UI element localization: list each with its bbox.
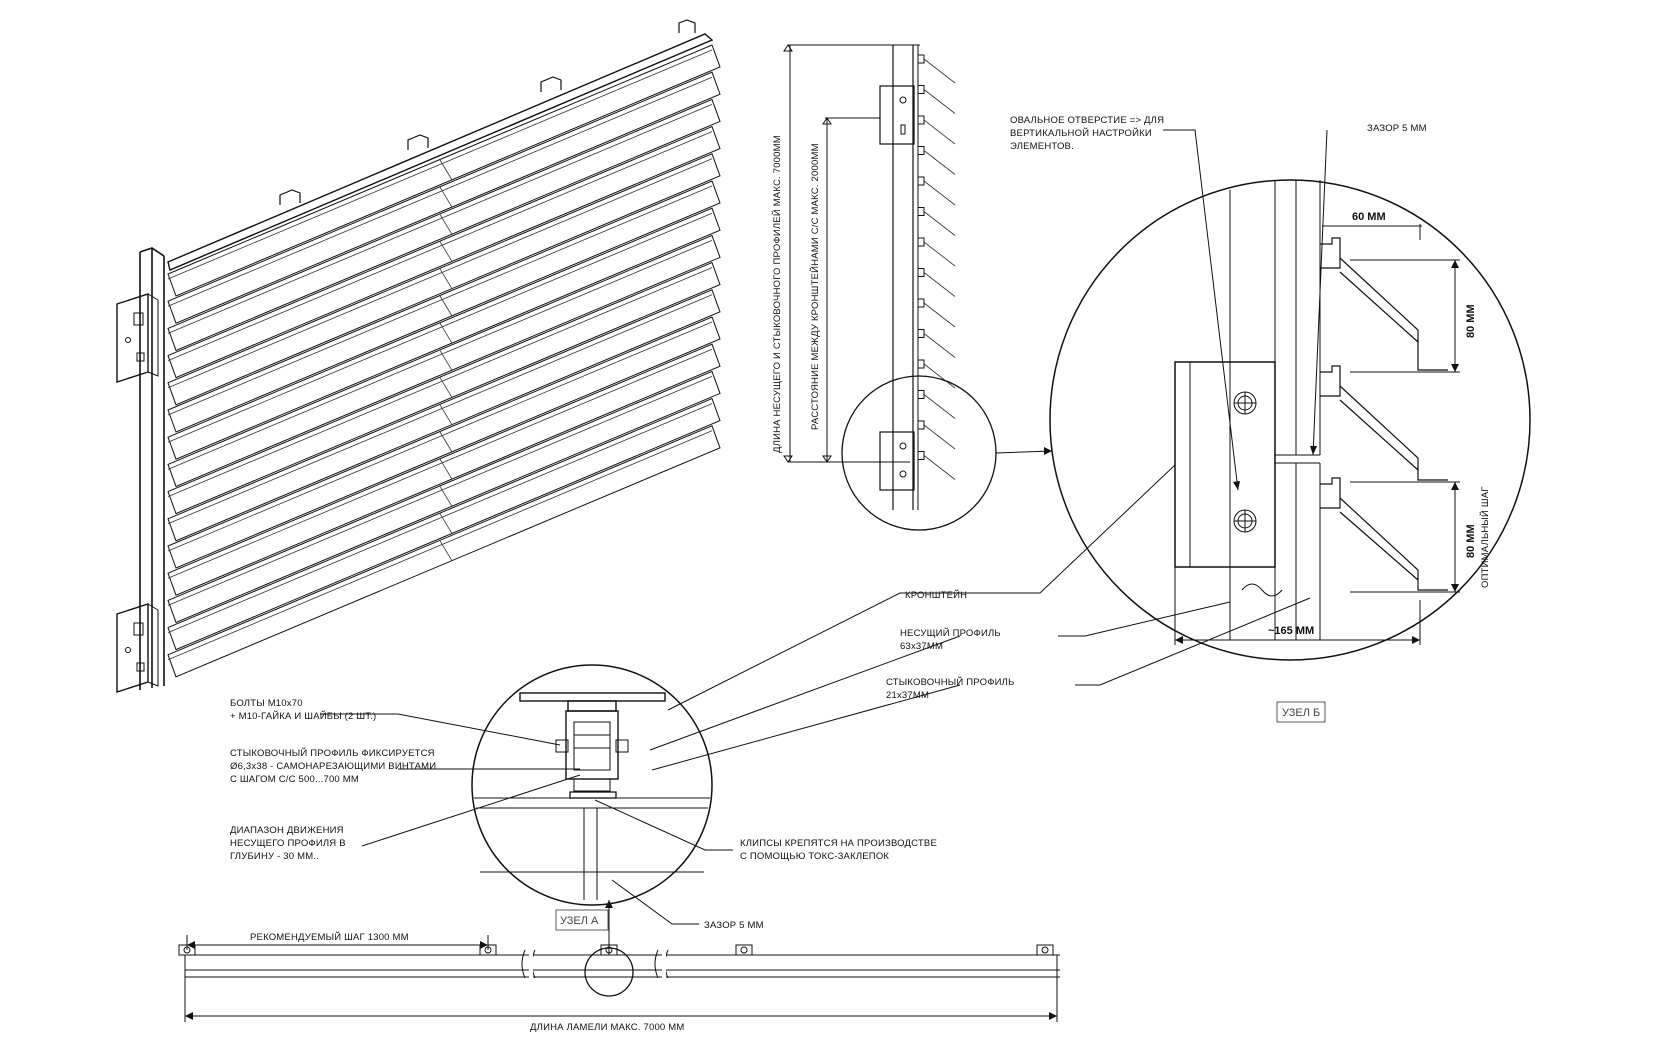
- louver-slat: [167, 71, 721, 324]
- dim-60mm: 60 ММ: [1352, 211, 1386, 223]
- node-b-tag: УЗЕЛ Б: [1282, 707, 1320, 719]
- label-clips-1: КЛИПСЫ КРЕПЯТСЯ НА ПРОИЗВОДСТВЕ: [740, 838, 937, 849]
- label-carrier-size: 63x37ММ: [900, 641, 943, 652]
- label-gap-bottom: ЗАЗОР 5 ММ: [704, 920, 764, 931]
- slat-clip: [917, 390, 925, 399]
- slat-clip: [917, 268, 925, 277]
- label-fixing-2: Ø6,3х38 - САМОНАРЕЗАЮЩИМИ ВИНТАМИ: [230, 761, 436, 772]
- support-clip: [600, 944, 618, 956]
- label-fixing-3: С ШАГОМ С/С 500...700 ММ: [230, 774, 359, 785]
- label-fixing-1: СТЫКОВОЧНЫЙ ПРОФИЛЬ ФИКСИРУЕТСЯ: [230, 747, 435, 759]
- label-optimal-step: ОПТИМАЛЬНЫЙ ШАГ: [1479, 486, 1491, 588]
- slat-clip: [917, 146, 925, 155]
- louver-slat: [167, 370, 721, 624]
- slat-clip: [917, 451, 925, 460]
- dim-80mm-a: 80 ММ: [1465, 304, 1477, 338]
- bracket-bottom: [116, 603, 159, 693]
- profile-side-view: ДЛИНА НЕСУЩЕГО И СТЫКОВОЧНОГО ПРОФИЛЕЙ М…: [771, 44, 1053, 531]
- support-clip: [479, 944, 497, 956]
- slat-clip: [917, 298, 925, 308]
- slat-clip: [917, 420, 925, 430]
- bracket-top: [116, 293, 159, 383]
- slat-clip: [917, 359, 925, 369]
- label-gap-top: ЗАЗОР 5 ММ: [1367, 123, 1427, 134]
- louver-slat: [167, 98, 721, 352]
- louver-slat: [167, 180, 721, 433]
- slat-clip: [917, 207, 925, 216]
- dim-bracket-spacing: РАССТОЯНИЕ МЕЖДУ КРОНШТЕЙНАМИ С/С МАКС. …: [809, 143, 821, 430]
- support-clip: [1036, 944, 1054, 956]
- slat-clip: [917, 54, 925, 64]
- louver-slat: [167, 234, 721, 488]
- callouts-middle: КРОНШТЕЙН НЕСУЩИЙ ПРОФИЛЬ 63x37ММ СТЫКОВ…: [649, 464, 1311, 771]
- label-bolts-2: + М10-ГАЙКА И ШАЙБЫ (2 ШТ.): [230, 710, 376, 722]
- louver-slat: [167, 425, 721, 678]
- label-lamella-length: ДЛИНА ЛАМЕЛИ МАКС. 7000 ММ: [530, 1022, 684, 1033]
- slat-clip: [917, 237, 925, 247]
- label-joint-size: 21x37ММ: [886, 690, 929, 701]
- detail-node-b: ОВАЛЬНОЕ ОТВЕРСТИЕ => ДЛЯ ВЕРТИКАЛЬНОЙ Н…: [1010, 115, 1531, 723]
- slat-clip: [917, 85, 925, 94]
- louver-slat: [167, 343, 721, 596]
- support-clip: [178, 944, 196, 956]
- bottom-plan-view: РЕКОМЕНДУЕМЫЙ ШАГ 1300 ММ ДЛИНА ЛАМЕЛИ М…: [178, 931, 1060, 1033]
- isometric-louver-panel: [116, 19, 721, 693]
- louver-slat: [167, 397, 721, 651]
- detail-circle-small: [841, 375, 997, 531]
- slat-clip: [917, 176, 925, 186]
- dim-profile-length: ДЛИНА НЕСУЩЕГО И СТЫКОВОЧНОГО ПРОФИЛЕЙ М…: [771, 135, 783, 453]
- louver-slat: [167, 153, 721, 406]
- label-bolts-1: БОЛТЫ М10х70: [230, 698, 303, 709]
- label-joint-profile: СТЫКОВОЧНЫЙ ПРОФИЛЬ: [886, 676, 1015, 688]
- louver-slat: [167, 44, 721, 297]
- louver-slat: [167, 125, 721, 379]
- louver-slat: [167, 316, 721, 569]
- label-range-2: НЕСУЩЕГО ПРОФИЛЯ В: [230, 838, 346, 849]
- dim-80mm-b: 80 ММ: [1465, 524, 1477, 558]
- slat-clip: [917, 329, 925, 338]
- node-a-tag: УЗЕЛ А: [560, 915, 599, 927]
- label-range-1: ДИАПАЗОН ДВИЖЕНИЯ: [230, 825, 344, 836]
- dim-165mm: ~165 ММ: [1268, 625, 1314, 637]
- louver-slat: [167, 207, 721, 460]
- louver-slat: [167, 261, 721, 515]
- label-oval-hole-2: ВЕРТИКАЛЬНОЙ НАСТРОЙКИ: [1010, 127, 1152, 139]
- label-recommended-step: РЕКОМЕНДУЕМЫЙ ШАГ 1300 ММ: [250, 931, 409, 943]
- label-bracket: КРОНШТЕЙН: [905, 589, 967, 601]
- slat-clip: [917, 115, 925, 125]
- louver-slat: [167, 289, 721, 542]
- label-oval-hole-1: ОВАЛЬНОЕ ОТВЕРСТИЕ => ДЛЯ: [1010, 115, 1164, 126]
- label-oval-hole-3: ЭЛЕМЕНТОВ.: [1010, 141, 1074, 152]
- support-clip: [735, 944, 753, 956]
- detail-node-a: УЗЕЛ А БОЛТЫ М10х70 + М10-ГАЙКА И ШАЙБЫ …: [230, 664, 937, 955]
- label-clips-2: С ПОМОЩЬЮ ТОКС-ЗАКЛЕПОК: [740, 851, 889, 862]
- label-range-3: ГЛУБИНУ - 30 ММ..: [230, 851, 319, 862]
- label-carrier-profile: НЕСУЩИЙ ПРОФИЛЬ: [900, 627, 1001, 639]
